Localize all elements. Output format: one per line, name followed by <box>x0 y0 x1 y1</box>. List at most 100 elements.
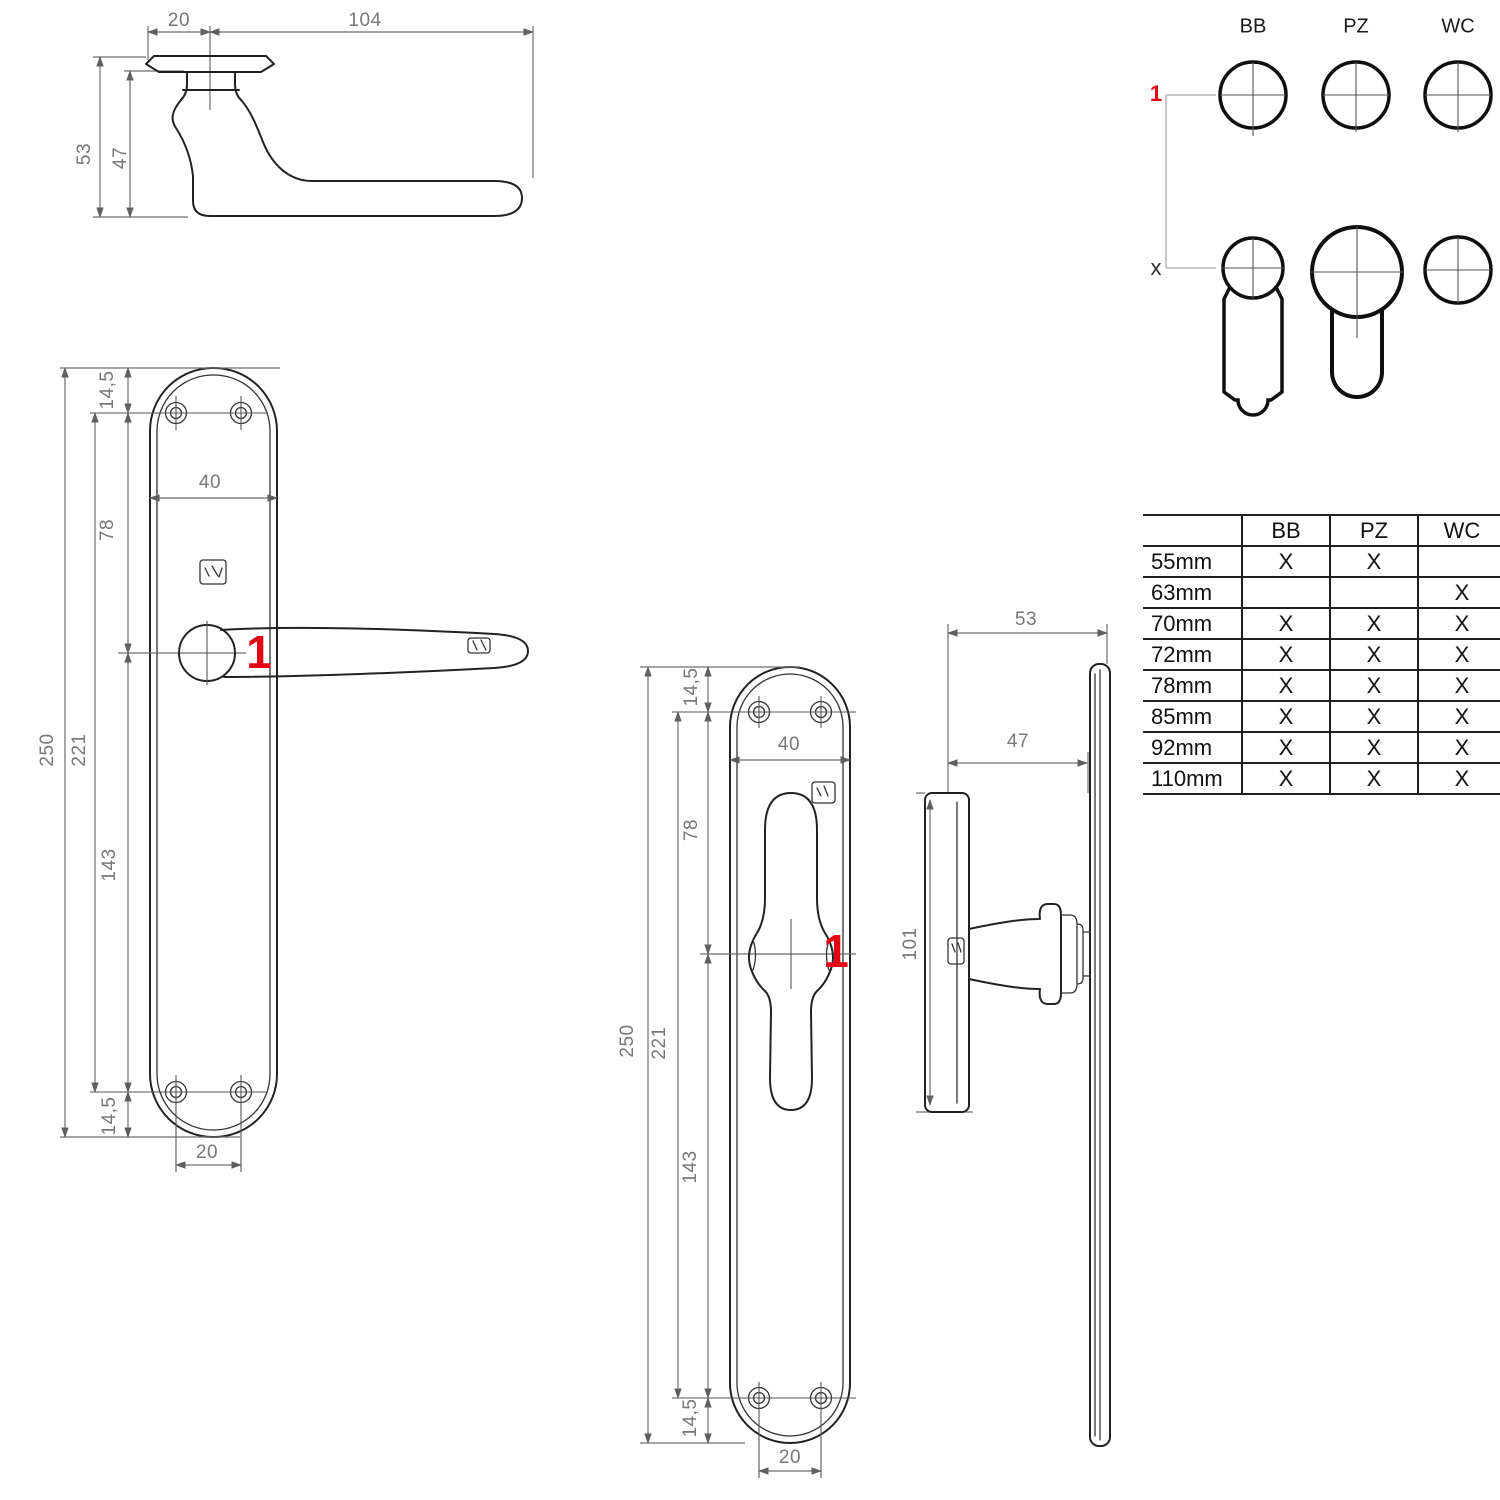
hole-symbol-pz <box>1321 60 1391 132</box>
keyway-symbol-wc <box>1423 235 1493 305</box>
screw-hole <box>672 696 856 728</box>
screw-hole <box>90 1075 268 1172</box>
table-cell <box>1241 577 1330 609</box>
keyway-symbol-pz <box>1310 225 1404 399</box>
lever-grip <box>171 99 523 217</box>
table-row-label: 55mm <box>1143 546 1242 578</box>
dim-grip-length: 101 <box>900 927 921 961</box>
table-row: 63mm X <box>1143 577 1500 609</box>
dim-top-to-center: 78 <box>681 818 702 842</box>
table-row: 85mm X X X <box>1143 701 1500 733</box>
table-header-bb: BB <box>1241 514 1330 547</box>
table-cell: X <box>1417 670 1500 702</box>
keyway-symbol-bb <box>1221 236 1285 417</box>
dim-neck-width: 20 <box>167 10 191 31</box>
table-header-size <box>1143 514 1242 547</box>
dim-depth-inner: 47 <box>1006 731 1030 752</box>
lever-neck <box>180 71 242 101</box>
logo-stamp <box>199 559 227 585</box>
knob-plate-front-view <box>640 665 856 1478</box>
table-row-label: 110mm <box>1143 763 1242 795</box>
dim-plate-width: 40 <box>777 734 801 755</box>
knob-neck <box>968 903 1062 1005</box>
dim-bottom-offset: 14,5 <box>680 1398 701 1438</box>
lever-plate-front-view <box>60 366 529 1172</box>
lever-rose-flange <box>145 55 275 73</box>
legend-row-key: x <box>1150 255 1162 280</box>
table-cell: X <box>1417 639 1500 671</box>
legend-col-pz: PZ <box>1343 15 1369 38</box>
legend-col-bb: BB <box>1239 15 1267 38</box>
table-cell: X <box>1329 546 1418 578</box>
dim-screw-span: 221 <box>69 733 90 767</box>
table-cell <box>1417 546 1500 578</box>
table-cell <box>1329 577 1418 609</box>
table-cell: X <box>1329 763 1418 795</box>
lever-side-view <box>93 26 535 219</box>
dim-center-to-bottom: 143 <box>99 848 120 882</box>
table-cell: X <box>1241 608 1330 640</box>
callout-1-lever: 1 <box>246 626 272 678</box>
table-cell: X <box>1241 670 1330 702</box>
table-cell: X <box>1329 732 1418 764</box>
table-row: 78mm X X X <box>1143 670 1500 702</box>
table-cell: X <box>1417 608 1500 640</box>
table-row: 92mm X X X <box>1143 732 1500 764</box>
table-row-label: 85mm <box>1143 701 1242 733</box>
logo-stamp <box>811 781 836 804</box>
table-cell: X <box>1241 546 1330 578</box>
legend-row-handle: 1 <box>1149 81 1163 106</box>
table-cell: X <box>1241 732 1330 764</box>
table-cell: X <box>1417 701 1500 733</box>
table-row-label: 92mm <box>1143 732 1242 764</box>
table-cell: X <box>1329 670 1418 702</box>
backplate-outer <box>729 666 851 1444</box>
dim-screw-spacing: 20 <box>778 1447 802 1468</box>
table-cell: X <box>1329 608 1418 640</box>
table-cell: X <box>1417 577 1500 609</box>
dim-plate-width: 40 <box>198 472 222 493</box>
dim-top-offset: 14,5 <box>681 667 702 707</box>
table-cell: X <box>1241 701 1330 733</box>
table-cell: X <box>1241 639 1330 671</box>
dim-total-height: 250 <box>37 733 58 767</box>
table-cell: X <box>1329 639 1418 671</box>
legend-col-wc: WC <box>1441 15 1475 38</box>
table-row-label: 72mm <box>1143 639 1242 671</box>
table-cell: X <box>1329 701 1418 733</box>
knob-grip-front <box>748 792 834 1111</box>
dim-height-total: 53 <box>74 142 95 166</box>
screw-hole <box>90 396 268 430</box>
logo-stamp <box>947 937 965 965</box>
table-header-row: BB PZ WC <box>1143 514 1500 547</box>
dim-lever-length: 104 <box>348 10 382 31</box>
dim-total-height: 250 <box>617 1024 638 1058</box>
dim-height-inner: 47 <box>110 146 131 170</box>
knob-collar <box>1060 914 1091 994</box>
plate-edge-profile <box>1089 663 1111 1447</box>
table-header-wc: WC <box>1417 514 1500 547</box>
table-cell: X <box>1241 763 1330 795</box>
dim-screw-spacing: 20 <box>195 1142 219 1163</box>
dim-top-offset: 14,5 <box>97 370 118 410</box>
knob-side-view <box>916 624 1111 1447</box>
screw-hole <box>672 1382 856 1478</box>
knob-grip-bar <box>924 792 970 1113</box>
dim-center-to-bottom: 143 <box>680 1150 701 1184</box>
size-availability-table: BB PZ WC 55mm X X 63mm X 70mm X X X 72mm… <box>1143 514 1500 795</box>
table-row-label: 70mm <box>1143 608 1242 640</box>
hole-symbol-bb <box>1218 60 1288 136</box>
dim-screw-span: 221 <box>649 1026 670 1060</box>
table-cell: X <box>1417 732 1500 764</box>
backplate-inner <box>156 374 271 1131</box>
table-row: 55mm X X <box>1143 546 1500 578</box>
table-row-label: 78mm <box>1143 670 1242 702</box>
table-cell: X <box>1417 763 1500 795</box>
table-row: 70mm X X X <box>1143 608 1500 640</box>
logo-stamp <box>467 637 491 654</box>
lever-grip-front <box>220 626 529 678</box>
table-header-pz: PZ <box>1329 514 1418 547</box>
dim-bottom-offset: 14,5 <box>99 1096 120 1136</box>
